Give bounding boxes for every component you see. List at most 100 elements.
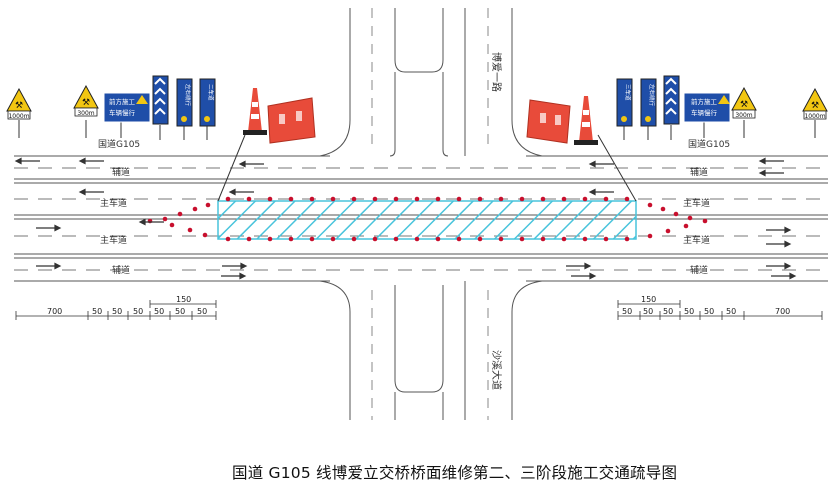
cone-marker — [330, 196, 336, 202]
cone-marker — [582, 196, 588, 202]
work-zone — [217, 200, 637, 240]
traffic-cone-right — [574, 96, 598, 145]
cone-marker — [519, 196, 525, 202]
cone-marker — [288, 236, 294, 242]
dim-left-total: 150 — [176, 295, 191, 304]
cone-marker — [267, 196, 273, 202]
cone-marker — [393, 236, 399, 242]
direction-arrows — [14, 157, 797, 280]
cone-marker — [477, 196, 483, 202]
dim-right-4: 50 — [704, 307, 714, 316]
cone-marker — [624, 236, 630, 242]
cone-marker — [372, 236, 378, 242]
work-notice-sign-right: 前方施工 车辆慢行 — [683, 92, 731, 138]
cone-marker — [225, 196, 231, 202]
dim-left-6: 50 — [197, 307, 207, 316]
guodao-label-e: 国道G105 — [688, 138, 730, 150]
cone-marker — [414, 196, 420, 202]
cone-marker — [561, 236, 567, 242]
cone-marker — [202, 232, 208, 238]
cone-marker — [540, 196, 546, 202]
dist-300m-left: 300m — [77, 110, 94, 117]
cone-marker — [540, 236, 546, 242]
lane-sign-b-left: 二车道 — [199, 78, 216, 140]
taper-lines — [217, 134, 637, 202]
north-road-label: 博爱一路 — [490, 52, 503, 92]
direction-arrow — [138, 218, 146, 226]
dim-right-3: 50 — [684, 307, 694, 316]
zhuchedao-label-w1: 主车道 — [100, 197, 127, 209]
cone-marker — [246, 196, 252, 202]
cone-marker — [477, 236, 483, 242]
direction-arrow — [239, 272, 247, 280]
cone-marker — [414, 236, 420, 242]
cone-marker — [162, 216, 168, 222]
direction-arrow — [588, 188, 596, 196]
cone-marker — [665, 228, 671, 234]
svg-text:⚒: ⚒ — [82, 98, 90, 108]
cone-marker — [435, 236, 441, 242]
cone-marker — [309, 196, 315, 202]
cone-marker — [393, 196, 399, 202]
svg-text:⚒: ⚒ — [740, 100, 748, 110]
direction-arrow — [789, 272, 797, 280]
warning-sign-1000m-left: ⚒ 1000m — [6, 87, 32, 138]
cone-marker — [660, 206, 666, 212]
cone-marker — [603, 196, 609, 202]
cone-marker — [683, 223, 689, 229]
right-sign-group: 三车道 左右绕行 前方施工 车辆慢行 ⚒ 300m — [526, 75, 828, 145]
dim-left-2: 50 — [112, 307, 122, 316]
dist-1000m-right: 1000m — [804, 113, 825, 120]
cone-marker — [498, 196, 504, 202]
direction-arrow — [589, 272, 597, 280]
cone-marker — [673, 211, 679, 217]
direction-arrow — [14, 157, 22, 165]
cone-marker — [309, 236, 315, 242]
dim-left-3: 50 — [133, 307, 143, 316]
dim-right-0: 50 — [622, 307, 632, 316]
left-sign-group: ⚒ 1000m ⚒ 300m 前方施工 车辆慢行 — [6, 75, 316, 144]
cone-marker — [624, 196, 630, 202]
cross-road — [319, 8, 543, 420]
cone-marker — [267, 236, 273, 242]
fudao-label-sw: 辅道 — [112, 264, 130, 276]
lane-sign-b-text-left: 二车道 — [207, 84, 215, 101]
guodao-label-w: 国道G105 — [98, 138, 140, 150]
direction-arrow — [784, 262, 792, 270]
cone-markers — [147, 196, 708, 242]
direction-arrow — [588, 160, 596, 168]
cone-marker — [435, 196, 441, 202]
lane-sign-a-text-left: 左右绕行 — [184, 84, 192, 107]
svg-text:⚒: ⚒ — [811, 101, 819, 111]
cone-marker — [169, 222, 175, 228]
svg-text:⚒: ⚒ — [15, 101, 23, 111]
cone-marker — [192, 206, 198, 212]
cone-marker — [687, 215, 693, 221]
cone-marker — [246, 236, 252, 242]
fudao-label-se: 辅道 — [690, 264, 708, 276]
direction-arrow — [784, 240, 792, 248]
lane-sign-a-right: 左右绕行 — [640, 78, 657, 140]
lane-sign-c-text-right: 三车道 — [624, 84, 632, 101]
cone-marker — [647, 233, 653, 239]
cone-marker — [177, 211, 183, 217]
direction-arrow — [54, 262, 62, 270]
zhuchedao-label-e1: 主车道 — [683, 197, 710, 209]
cone-marker — [351, 236, 357, 242]
dimension-left — [15, 300, 217, 320]
direction-arrow — [758, 169, 766, 177]
warning-sign-1000m-right: ⚒ 1000m — [802, 87, 828, 138]
dim-right-1: 50 — [643, 307, 653, 316]
chevron-sign-left — [152, 75, 169, 140]
dist-300m-right: 300m — [735, 112, 752, 119]
cone-marker — [702, 218, 708, 224]
traffic-cone-left — [243, 88, 267, 135]
direction-arrow — [78, 157, 86, 165]
dist-1000m-left: 1000m — [8, 113, 29, 120]
cone-marker — [519, 236, 525, 242]
south-road-label: 沙溪大道 — [490, 350, 503, 390]
zhuchedao-label-e2: 主车道 — [683, 234, 710, 246]
dim-left-5: 50 — [175, 307, 185, 316]
direction-arrow — [240, 262, 248, 270]
